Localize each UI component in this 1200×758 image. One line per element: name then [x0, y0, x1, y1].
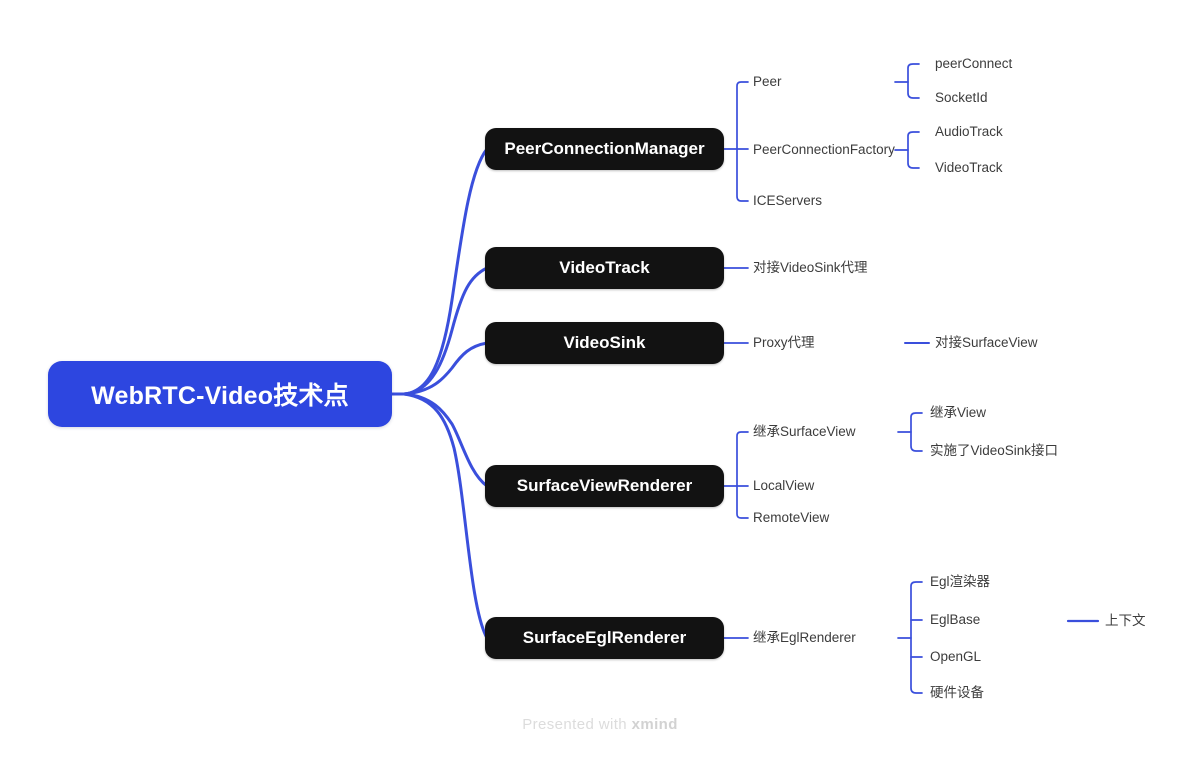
root-topic[interactable]: WebRTC-Video技术点 [48, 361, 392, 427]
sub-lines-surfaceviewrenderer [723, 431, 749, 519]
sub-topic-proxy-agent[interactable]: Proxy代理 [753, 335, 815, 350]
sub-topic-extends-view[interactable]: 继承View [930, 405, 987, 420]
sub-topic-context[interactable]: 上下文 [1105, 613, 1146, 628]
main-topic-surfaceeglrenderer[interactable]: SurfaceEglRenderer [485, 617, 724, 659]
root-line-videosink [402, 341, 489, 396]
sub-topic-localview[interactable]: LocalView [753, 478, 815, 493]
main-topic-surfaceviewrenderer[interactable]: SurfaceViewRenderer [485, 465, 724, 507]
sub-topic-audiotrack[interactable]: AudioTrack [935, 124, 1003, 139]
sub-topic-extends-surfaceview[interactable]: 继承SurfaceView [753, 424, 856, 439]
main-topic-label: SurfaceEglRenderer [522, 628, 687, 647]
sub-lines-peerconnectionfactory [894, 131, 920, 169]
sub-topic-egl-renderer[interactable]: Egl渲染器 [930, 574, 991, 589]
main-topic-label: VideoTrack [559, 258, 650, 277]
sub-topic-adapt-surfaceview[interactable]: 对接SurfaceView [935, 335, 1038, 350]
sub-lines-jicheng-eglrenderer [897, 581, 923, 694]
main-topic-peerconnectionmanager[interactable]: PeerConnectionManager [485, 128, 724, 170]
watermark-prefix: Presented with [522, 716, 632, 733]
root-topic-label: WebRTC-Video技术点 [91, 382, 349, 410]
main-topic-label: PeerConnectionManager [504, 139, 705, 158]
root-line-surfaceeglrenderer [402, 392, 489, 640]
sub-lines-peer [894, 63, 920, 99]
sub-topic-peerconnectionfactory[interactable]: PeerConnectionFactory [753, 142, 895, 157]
sub-lines-peerconnectionmanager [723, 81, 749, 202]
sub-topic-iceservers[interactable]: ICEServers [753, 193, 823, 208]
sub-topic-peerconnect[interactable]: peerConnect [935, 56, 1013, 71]
sub-topic-extends-eglrenderer[interactable]: 继承EglRenderer [753, 630, 856, 645]
root-line-peerconnectionmanager [402, 147, 489, 396]
main-topic-label: SurfaceViewRenderer [516, 476, 693, 495]
root-line-videotrack [402, 266, 489, 396]
xmind-watermark: Presented with xmind [0, 716, 1200, 733]
main-topic-videosink[interactable]: VideoSink [485, 322, 724, 364]
sub-topic-peer[interactable]: Peer [753, 74, 782, 89]
sub-topic-eglbase[interactable]: EglBase [930, 612, 981, 627]
watermark-brand: xmind [631, 716, 678, 733]
root-line-surfaceviewrenderer [402, 392, 489, 488]
sub-topic-implements-videosink[interactable]: 实施了VideoSink接口 [930, 443, 1059, 458]
sub-topic-videotrack[interactable]: VideoTrack [935, 160, 1003, 175]
main-topic-label: VideoSink [563, 333, 646, 352]
sub-topic-opengl[interactable]: OpenGL [930, 649, 982, 664]
main-topic-videotrack[interactable]: VideoTrack [485, 247, 724, 289]
sub-topic-videosink-proxy-adapter[interactable]: 对接VideoSink代理 [753, 260, 868, 275]
root-branch-lines [390, 147, 489, 640]
sub-lines-jicheng-surfaceview [897, 412, 923, 452]
sub-topic-hardware-device[interactable]: 硬件设备 [930, 685, 984, 700]
sub-topic-remoteview[interactable]: RemoteView [753, 510, 830, 525]
sub-topic-socketid[interactable]: SocketId [935, 90, 988, 105]
